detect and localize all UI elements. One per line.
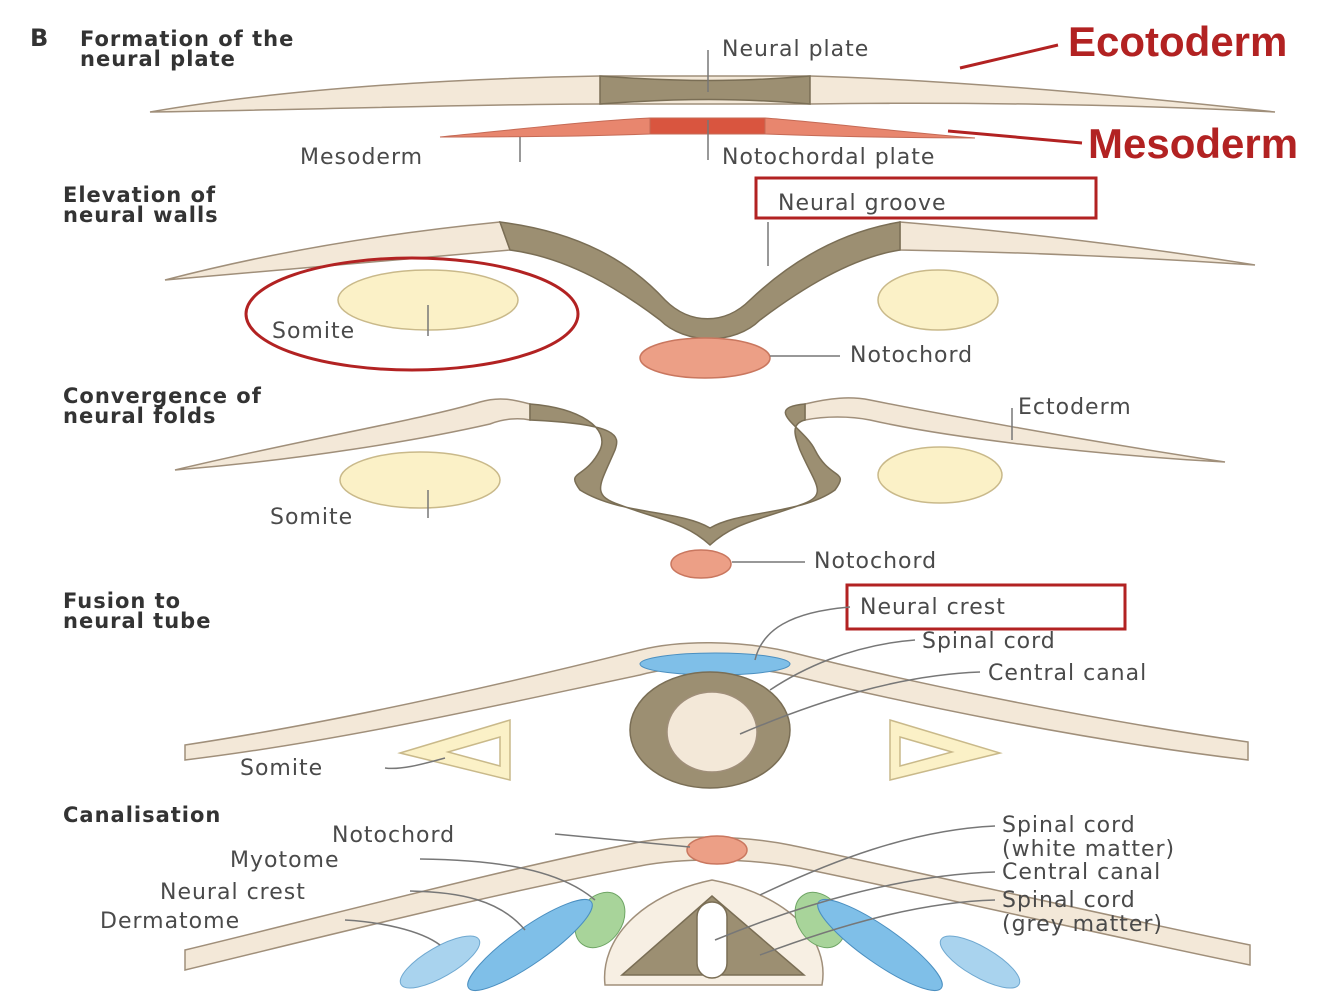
annotation-ectoderm: Ecotoderm: [1068, 18, 1287, 65]
label-somite-3: Somite: [270, 505, 353, 530]
stage2-title-line1: Elevation of: [63, 183, 216, 207]
mesoderm-left-shape: [439, 117, 651, 138]
mesoderm-right-shape: [764, 117, 976, 139]
annotation-mesoderm: Mesoderm: [1088, 120, 1298, 167]
leader-spinal-cord-white: [759, 825, 996, 896]
stage1-title-line1: Formation of the: [80, 27, 294, 51]
neural-crest-right-5: [817, 899, 943, 991]
label-spinal-cord-white-1: Spinal cord: [1002, 813, 1136, 838]
somite-right-2: [877, 269, 999, 331]
neural-walls-shape: [498, 221, 901, 340]
leader-neural-crest-4: [754, 606, 851, 661]
stage-canalisation: Canalisation Notochord Myotome Neural cr…: [63, 803, 1251, 991]
leader-myotome: [419, 858, 596, 901]
notochord-5: [686, 835, 748, 865]
stage-convergence-neural-folds: Convergence of neural folds Ectoderm Som…: [63, 384, 1226, 579]
neural-crest-left-5: [467, 899, 593, 991]
annotation-circle-somite: [244, 256, 580, 372]
label-ectoderm-3: Ectoderm: [1018, 395, 1132, 420]
stage-elevation-neural-walls: Elevation of neural walls Neural groove …: [63, 176, 1256, 379]
label-spinal-cord-grey-2: (grey matter): [1002, 912, 1163, 937]
somite-left-4-inner: [445, 736, 501, 767]
stage-fusion-neural-tube: Fusion to neural tube Neural crest Spina…: [63, 583, 1249, 789]
stage2-title-line2: neural walls: [63, 203, 219, 227]
annotation-ectoderm-pointer: [959, 43, 1059, 70]
annotation-mesoderm-pointer: [947, 129, 1083, 145]
ectoderm-sheet-3-right: [804, 397, 1226, 463]
annotation-box-neural-groove: [754, 176, 1098, 220]
central-canal-5: [696, 901, 728, 979]
stage1-title-line2: neural plate: [80, 47, 236, 71]
label-somite-2: Somite: [272, 319, 355, 344]
label-neural-crest-4: Neural crest: [860, 595, 1006, 620]
label-notochord-5: Notochord: [332, 823, 455, 848]
label-mesoderm: Mesoderm: [300, 145, 423, 170]
label-notochord-2: Notochord: [850, 343, 973, 368]
ectoderm-sheet-3-left: [174, 398, 531, 471]
notochord-2: [639, 337, 771, 379]
leader-dermatome: [344, 919, 441, 946]
panel-letter: B: [30, 24, 48, 52]
label-notochordal-plate: Notochordal plate: [722, 145, 935, 170]
leader-somite-4: [384, 757, 446, 770]
leader-central-canal-4: [739, 671, 981, 735]
stage-formation-neural-plate: B Formation of the neural plate Neural p…: [30, 18, 1298, 170]
stage5-title: Canalisation: [63, 803, 221, 827]
label-notochord-3: Notochord: [814, 549, 937, 574]
neural-plate-shape: [599, 75, 811, 105]
label-spinal-cord-white-2: (white matter): [1002, 837, 1175, 862]
stage4-title-line2: neural tube: [63, 609, 211, 633]
leader-central-canal-5: [714, 871, 996, 941]
dermatome-right: [939, 935, 1021, 989]
leader-notochord-5: [554, 833, 691, 848]
label-neural-groove: Neural groove: [778, 191, 947, 216]
somite-right-3: [877, 446, 1003, 504]
label-myotome: Myotome: [230, 848, 340, 873]
label-somite-4: Somite: [240, 756, 323, 781]
stage3-title-line1: Convergence of: [63, 384, 262, 408]
stage4-title-line1: Fusion to: [63, 589, 181, 613]
somite-left-3: [339, 451, 501, 509]
label-neural-crest-5: Neural crest: [160, 880, 306, 905]
notochord-3: [670, 549, 732, 579]
stage3-title-line2: neural folds: [63, 404, 216, 428]
leader-spinal-cord-4: [769, 639, 916, 691]
somite-right-4-inner: [899, 736, 955, 767]
label-spinal-cord-4: Spinal cord: [922, 629, 1056, 654]
leader-spinal-cord-grey: [759, 899, 996, 956]
ectoderm-sheet-2-right: [899, 221, 1256, 266]
label-central-canal-4: Central canal: [988, 661, 1147, 686]
dermatome-left: [399, 935, 481, 989]
leader-neural-crest-5: [409, 890, 526, 931]
label-spinal-cord-grey-1: Spinal cord: [1002, 888, 1136, 913]
neural-folds-shape: [529, 403, 841, 547]
label-central-canal-5: Central canal: [1002, 860, 1161, 885]
label-dermatome: Dermatome: [100, 909, 240, 934]
central-canal-4: [666, 691, 758, 773]
label-neural-plate: Neural plate: [722, 37, 869, 62]
ectoderm-sheet-5: [184, 836, 1251, 971]
